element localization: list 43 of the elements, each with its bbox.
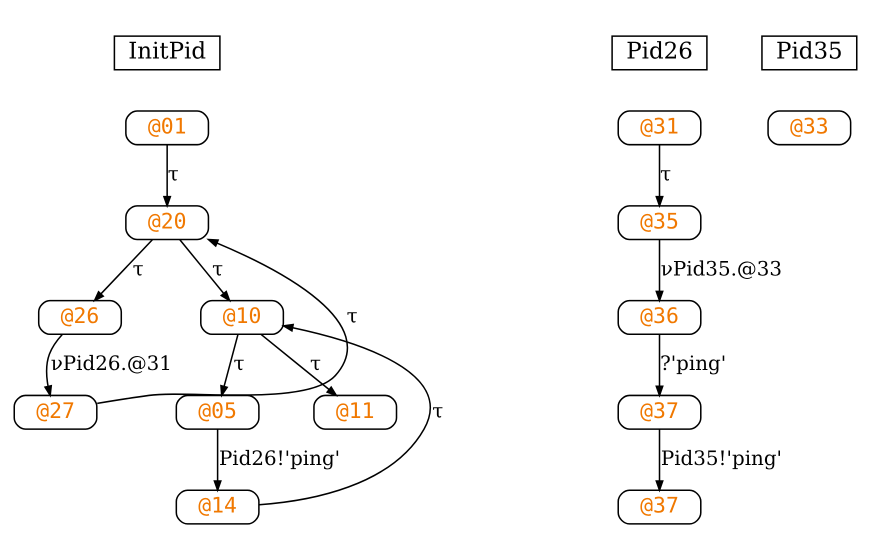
arrow [97,238,348,404]
edge-label: τ [310,352,321,375]
arrow [655,239,664,302]
edge-label: τ [660,162,672,185]
edge-label: ?'ping' [660,352,726,375]
node-box: @26 [38,299,122,335]
arrow [44,334,63,398]
node-box: Pid26 [611,34,708,70]
edge-label: νPid26.@31 [50,352,172,375]
arrow [655,428,664,492]
edge-label: Pid26!'ping' [218,446,340,470]
node-box: Pid35 [761,34,858,70]
node-box: @36 [617,299,702,335]
arrow [162,144,172,208]
node-box: @35 [617,204,702,240]
arrow [213,428,222,492]
edge-label: τ [212,256,224,280]
edge-label: Pid35!'ping' [660,446,782,470]
arrow [655,144,664,208]
node-box: @20 [125,204,210,240]
node-box: @05 [176,394,260,430]
arrow [260,333,338,396]
node-box: @37 [617,488,702,524]
node-box: @14 [176,488,260,524]
node-box: @10 [200,299,284,335]
edge-label: νPid35.@33 [660,256,782,280]
arrow [259,323,431,505]
edge-label: τ [132,256,144,280]
edge-label: τ [168,162,179,185]
node-box: InitPid [114,34,221,70]
node-box: @31 [617,110,702,145]
node-box: @33 [767,110,852,145]
node-box: @11 [313,394,398,430]
node-box: @01 [125,110,210,145]
edge-label: τ [432,398,444,422]
node-box: @37 [617,394,702,430]
node-box: @27 [13,394,98,430]
arrow [655,334,664,398]
edge-label: τ [346,304,358,328]
arrow [179,238,232,302]
arrow [220,334,239,398]
arrow [92,238,153,302]
edge-label: τ [234,352,245,375]
